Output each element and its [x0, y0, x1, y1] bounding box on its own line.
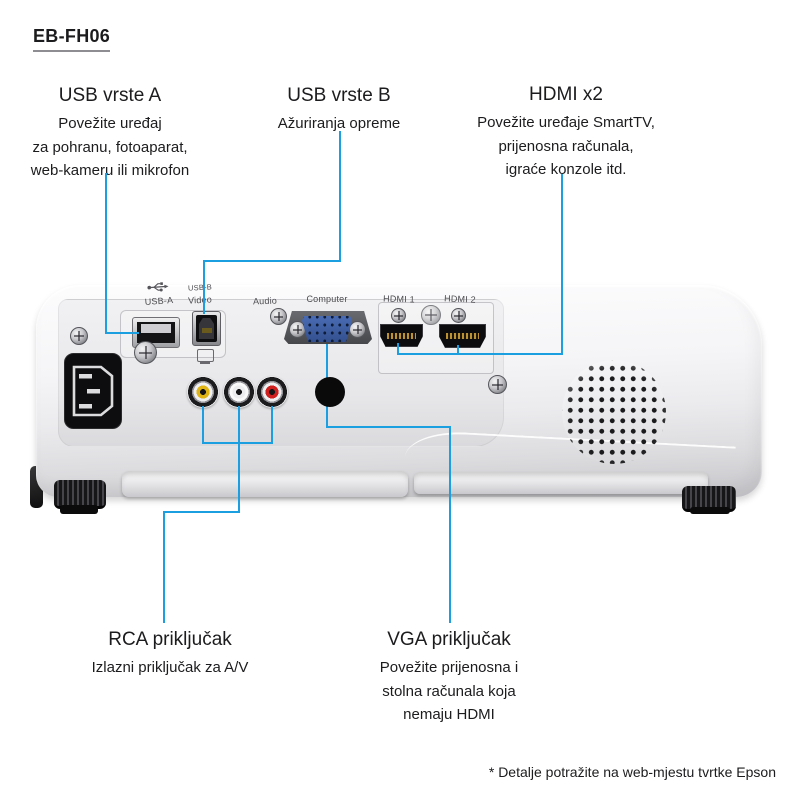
- callout-line-rca: [163, 511, 240, 513]
- monitor-icon-base: [200, 362, 210, 364]
- callout-line-usb-b: [339, 131, 341, 262]
- callout-usb-a-desc: Povežite uređaj za pohranu, fotoaparat, …: [30, 115, 190, 180]
- callout-rca-title: RCA priključak: [108, 629, 232, 650]
- speaker-grille: [562, 360, 666, 464]
- callout-line-usb-b: [203, 260, 205, 314]
- bottom-skirt-left: [122, 471, 408, 497]
- vga-screw-post-left: [289, 321, 306, 338]
- callout-vga-title: VGA priključak: [387, 629, 511, 650]
- callout-line-rca: [202, 442, 273, 444]
- port-label-hdmi1: HDMI 1: [382, 293, 416, 305]
- callout-line-hdmi: [561, 174, 563, 355]
- usb-a-tongue: [141, 324, 171, 333]
- bottom-skirt-right: [414, 472, 708, 494]
- callout-line-rca: [202, 406, 204, 444]
- rca-jack-white: [223, 376, 255, 408]
- callout-line-vga: [449, 426, 451, 623]
- usb-b-contact: [202, 328, 212, 333]
- hdmi-1-pins: [387, 333, 416, 339]
- callout-rca: RCA priključak Izlazni priključak za A/V: [60, 629, 280, 680]
- footnote: * Detalje potražite na web-mjestu tvrtke…: [488, 764, 776, 780]
- screw: [270, 308, 287, 325]
- rca-jack-red: [256, 376, 288, 408]
- round-port-hole: [315, 377, 345, 407]
- screw: [70, 327, 88, 345]
- vga-screw-post-right: [349, 321, 366, 338]
- callout-line-rca: [271, 406, 273, 444]
- usb-icon: [147, 282, 169, 292]
- hdmi-2-pins: [446, 333, 479, 339]
- callout-line-usb-a: [105, 173, 107, 334]
- screw: [134, 341, 157, 364]
- callout-line-usb-a: [105, 332, 139, 334]
- callout-vga: VGA priključak Povežite prijenosna i sto…: [339, 629, 559, 727]
- usb-b-plug-shape: [199, 318, 214, 339]
- callout-hdmi-desc: Povežite uređaje SmartTV, prijenosna rač…: [477, 114, 655, 179]
- callout-usb-b-desc: Ažuriranja opreme: [277, 115, 401, 132]
- callout-line-usb-b: [203, 260, 341, 262]
- screw: [451, 308, 466, 323]
- screw: [391, 308, 406, 323]
- callout-vga-desc: Povežite prijenosna i stolna računala ko…: [379, 659, 519, 724]
- callout-hdmi: HDMI x2 Povežite uređaje SmartTV, prijen…: [456, 84, 676, 182]
- callout-usb-a-title: USB vrste A: [58, 85, 162, 106]
- foot-cap-right: [690, 507, 730, 514]
- screw: [421, 305, 441, 325]
- callout-usb-b: USB vrste B Ažuriranja opreme: [229, 85, 449, 136]
- monitor-icon: [197, 349, 214, 362]
- callout-line-hdmi: [397, 343, 399, 355]
- screw: [488, 375, 507, 394]
- callout-rca-desc: Izlazni priključak za A/V: [91, 659, 249, 676]
- model-title: EB-FH06: [33, 26, 111, 52]
- hdmi-port-2: [439, 324, 486, 348]
- usb-b-port: [192, 311, 221, 346]
- callout-line-hdmi: [397, 353, 563, 355]
- foot-cap-left: [60, 505, 98, 514]
- rca-jack-yellow: [187, 376, 219, 408]
- callout-line-hdmi: [457, 345, 459, 355]
- callout-line-rca: [163, 511, 165, 623]
- usb-b-cavity: [196, 315, 217, 342]
- callout-usb-b-title: USB vrste B: [287, 85, 391, 106]
- callout-line-rca: [238, 406, 240, 444]
- hdmi-port-1: [380, 324, 423, 347]
- port-label-audio: Audio: [252, 295, 278, 307]
- callout-hdmi-title: HDMI x2: [529, 84, 603, 105]
- vga-connector: [302, 316, 352, 342]
- callout-line-vga: [326, 426, 451, 428]
- power-inlet: [64, 353, 122, 429]
- callout-usb-a: USB vrste A Povežite uređaj za pohranu, …: [0, 85, 220, 183]
- callout-line-rca: [238, 442, 240, 513]
- usb-a-cavity: [137, 322, 175, 343]
- port-label-computer: Computer: [306, 294, 348, 304]
